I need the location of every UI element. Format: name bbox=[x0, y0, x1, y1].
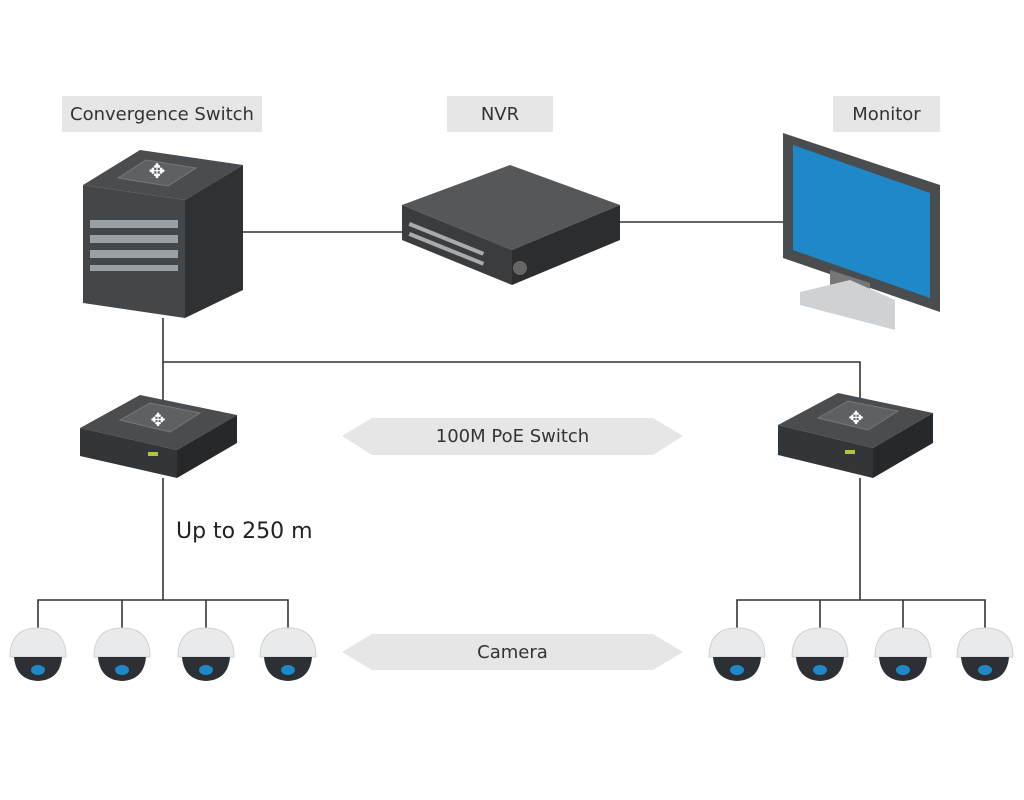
convergence-switch-label: Convergence Switch bbox=[62, 96, 262, 132]
distance-label: Up to 250 m bbox=[176, 519, 313, 544]
dome-camera-icon bbox=[259, 627, 317, 681]
svg-text:✥: ✥ bbox=[149, 159, 166, 183]
left-camera-bus bbox=[37, 599, 289, 628]
cameras bbox=[9, 627, 1014, 681]
svg-text:✥: ✥ bbox=[150, 410, 165, 431]
dome-camera-icon bbox=[177, 627, 235, 681]
dome-camera-icon bbox=[956, 627, 1014, 681]
link-core-right bbox=[163, 361, 861, 400]
dome-camera-icon bbox=[93, 627, 151, 681]
poe-switch-banner bbox=[342, 418, 683, 455]
right-camera-bus bbox=[736, 599, 986, 628]
dome-camera-icon bbox=[874, 627, 932, 681]
camera-banner-text: Camera bbox=[477, 642, 548, 663]
nvr-label: NVR bbox=[447, 96, 553, 132]
convergence-switch-icon: ✥ bbox=[83, 150, 243, 318]
poe-switch-banner-text: 100M PoE Switch bbox=[435, 426, 590, 447]
camera-banner bbox=[342, 634, 683, 670]
dome-camera-icon bbox=[708, 627, 766, 681]
connection-lines bbox=[37, 221, 986, 628]
svg-text:✥: ✥ bbox=[848, 408, 863, 429]
monitor-label: Monitor bbox=[833, 96, 940, 132]
nvr-icon bbox=[402, 165, 620, 285]
dome-camera-icon bbox=[791, 627, 849, 681]
poe-switch-right-icon: ✥ bbox=[778, 393, 933, 478]
dome-camera-icon bbox=[9, 627, 67, 681]
monitor-icon bbox=[783, 133, 940, 330]
poe-switch-left-icon: ✥ bbox=[80, 395, 237, 478]
